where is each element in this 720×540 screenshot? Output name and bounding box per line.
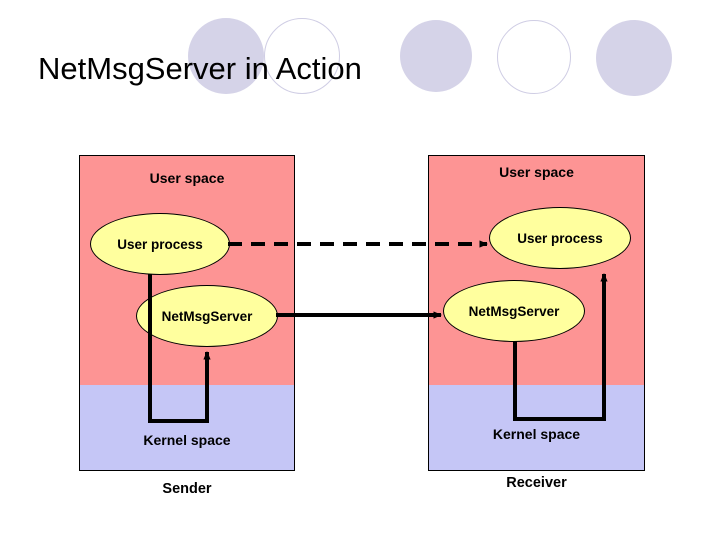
- sender-kernel-space-label: Kernel space: [143, 432, 231, 448]
- receiver-user-space-label: User space: [499, 164, 574, 180]
- sender-kernel-space-band: Kernel space: [80, 385, 294, 470]
- node-receiver-user-process[interactable]: User process: [489, 207, 631, 269]
- node-sender-netmsgserver[interactable]: NetMsgServer: [136, 285, 278, 347]
- node-receiver-netmsgserver-label: NetMsgServer: [468, 303, 560, 319]
- deco-circle-3: [400, 20, 472, 92]
- node-sender-user-process-label: User process: [117, 236, 203, 252]
- sender-user-space-label: User space: [149, 170, 225, 186]
- receiver-kernel-space-label: Kernel space: [492, 426, 581, 442]
- receiver-kernel-space-band: Kernel space: [429, 385, 644, 470]
- node-receiver-user-process-label: User process: [517, 230, 603, 246]
- deco-circle-4: [497, 20, 571, 94]
- node-sender-netmsgserver-label: NetMsgServer: [161, 308, 253, 324]
- node-sender-user-process[interactable]: User process: [90, 213, 230, 275]
- receiver-user-space-band: User space: [429, 156, 644, 386]
- deco-circle-1: [188, 18, 264, 94]
- node-receiver-netmsgserver[interactable]: NetMsgServer: [443, 280, 585, 342]
- deco-circle-2: [264, 18, 340, 94]
- machine-receiver-caption: Receiver: [506, 475, 567, 491]
- page-title: NetMsgServer in Action: [38, 51, 362, 86]
- deco-circle-5: [596, 20, 672, 96]
- machine-sender-caption: Sender: [162, 481, 212, 497]
